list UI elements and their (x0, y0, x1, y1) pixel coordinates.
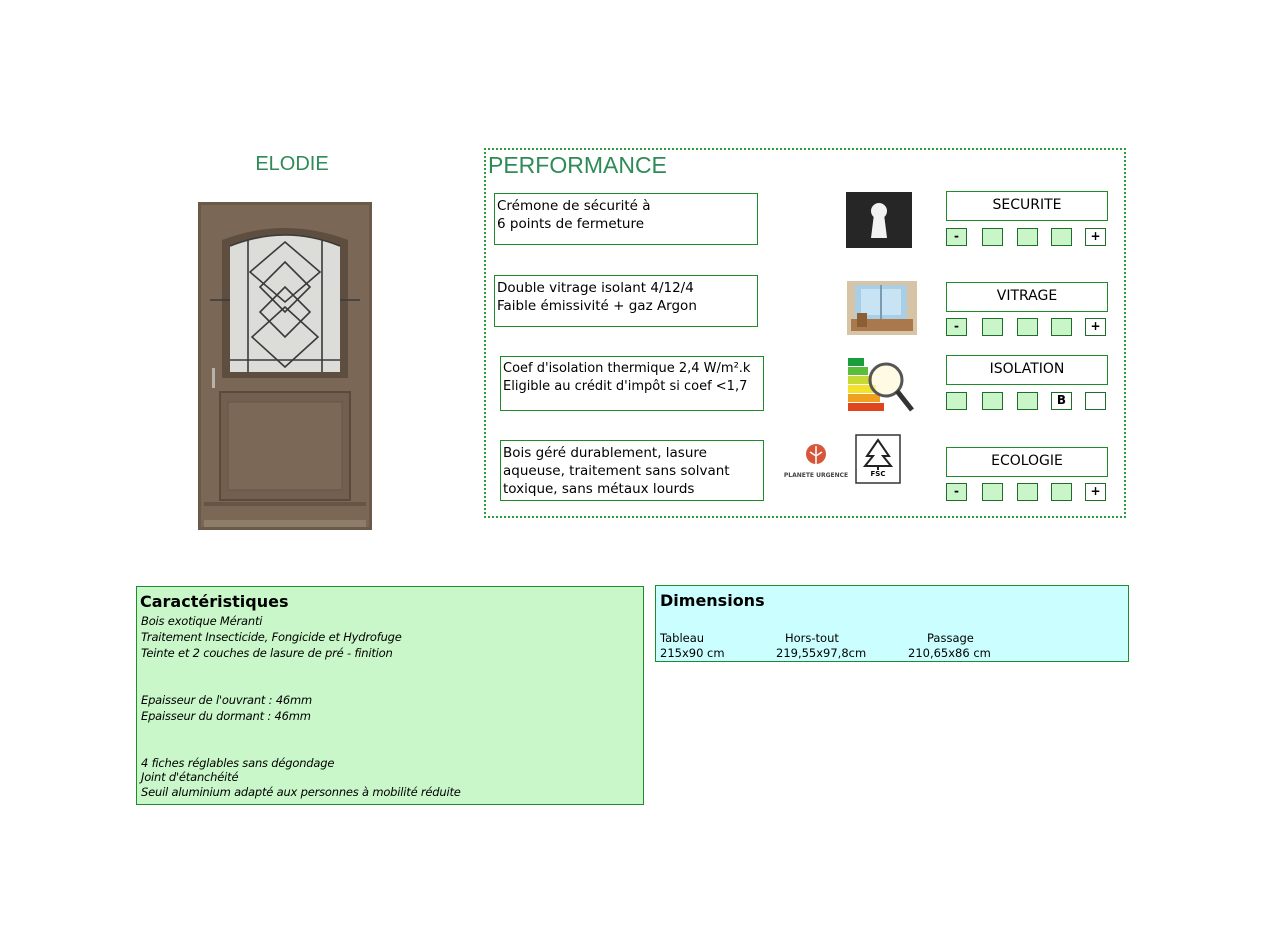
ecologie-scale-2 (982, 483, 1003, 501)
vitrage-scale-3 (1017, 318, 1038, 336)
vitrage-scale-minus: - (946, 318, 967, 336)
caracteristiques-box (136, 586, 644, 805)
ecologie-scale-4 (1051, 483, 1072, 501)
carac-line: 4 fiches réglables sans dégondage (141, 756, 335, 770)
dim-label-hors-tout: Hors-tout (785, 631, 839, 645)
vitrage-label: VITRAGE (946, 282, 1108, 312)
carac-line: Epaisseur de l'ouvrant : 46mm (141, 693, 313, 707)
dimensions-title: Dimensions (660, 591, 765, 610)
isolation-scale-5 (1085, 392, 1106, 410)
dim-value-hors-tout: 219,55x97,8cm (776, 646, 867, 660)
ecologie-scale-plus: + (1085, 483, 1106, 501)
fsc-text: FSC (870, 470, 886, 478)
planete-urgence-text: PLANETE URGENCE (783, 472, 849, 479)
carac-line: Joint d'étanchéité (141, 770, 239, 784)
isolation-scale-1 (946, 392, 967, 410)
performance-title: PERFORMANCE (488, 152, 667, 178)
securite-scale-2 (982, 228, 1003, 246)
performance-panel (484, 148, 1126, 518)
vitrage-description: Double vitrage isolant 4/12/4 Faible émi… (494, 275, 758, 327)
securite-label: SECURITE (946, 191, 1108, 221)
carac-line: Bois exotique Méranti (141, 614, 263, 628)
securite-scale-plus: + (1085, 228, 1106, 246)
dimensions-box (655, 585, 1129, 662)
planete-urgence-logo: PLANETE URGENCE (782, 442, 850, 488)
ecologie-scale-3 (1017, 483, 1038, 501)
vitrage-scale-4 (1051, 318, 1072, 336)
caracteristiques-title: Caractéristiques (140, 592, 289, 611)
window-icon (847, 281, 917, 335)
dim-label-passage: Passage (927, 631, 974, 645)
carac-line: Traitement Insecticide, Fongicide et Hyd… (141, 630, 402, 644)
vitrage-scale-2 (982, 318, 1003, 336)
energy-label-icon (846, 354, 918, 416)
isolation-scale-2 (982, 392, 1003, 410)
product-title: ELODIE (255, 153, 329, 175)
carac-line: Teinte et 2 couches de lasure de pré - f… (141, 646, 393, 660)
ecologie-label: ECOLOGIE (946, 447, 1108, 477)
isolation-scale-3 (1017, 392, 1038, 410)
securite-scale-minus: - (946, 228, 967, 246)
keyhole-icon (846, 192, 912, 248)
vitrage-scale-plus: + (1085, 318, 1106, 336)
securite-description: Crémone de sécurité à 6 points de fermet… (494, 193, 758, 245)
fsc-logo: FSC (855, 434, 901, 500)
door-image (198, 202, 372, 530)
ecologie-scale-minus: - (946, 483, 967, 501)
dim-value-passage: 210,65x86 cm (908, 646, 991, 660)
isolation-label: ISOLATION (946, 355, 1108, 385)
carac-line: Seuil aluminium adapté aux personnes à m… (141, 785, 461, 799)
securite-scale-3 (1017, 228, 1038, 246)
isolation-description: Coef d'isolation thermique 2,4 W/m².k El… (500, 356, 764, 411)
dim-label-tableau: Tableau (660, 631, 705, 645)
dim-value-tableau: 215x90 cm (660, 646, 725, 660)
isolation-scale-selected: B (1051, 392, 1072, 410)
securite-scale-4 (1051, 228, 1072, 246)
carac-line: Epaisseur du dormant : 46mm (141, 709, 311, 723)
ecologie-description: Bois géré durablement, lasure aqueuse, t… (500, 440, 764, 501)
